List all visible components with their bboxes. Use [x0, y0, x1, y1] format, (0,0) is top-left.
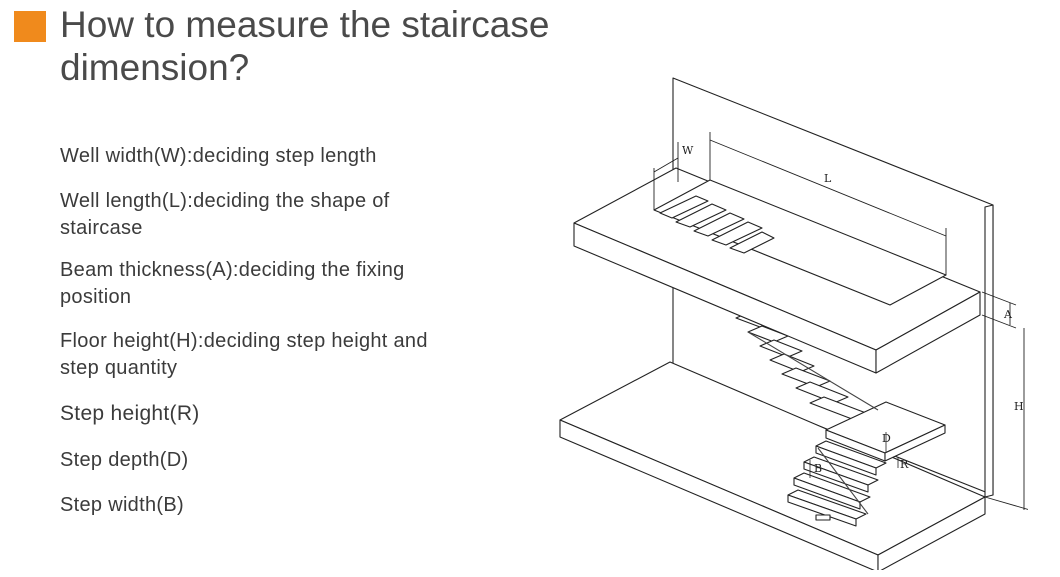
stair-stringer	[747, 331, 879, 411]
ground-slab-front	[559, 419, 879, 570]
label-l: L	[824, 172, 832, 185]
item-floor-height: Floor height(H):deciding step height and…	[60, 330, 428, 379]
upper-slab-side	[875, 291, 981, 374]
item-well-width: Well width(W):deciding step length	[60, 145, 377, 167]
page-title: How to measure the staircase dimension?	[60, 4, 550, 88]
lower-flight-steps	[787, 440, 887, 527]
dimension-a-h	[981, 291, 1028, 510]
ground-slab-side	[877, 496, 986, 570]
item-beam-thickness: Beam thickness(A):deciding the fixing po…	[60, 259, 405, 308]
staircase-diagram: W L A H D R B	[559, 77, 1028, 570]
dimension-w	[653, 142, 679, 210]
upper-flight-steps	[735, 311, 867, 420]
title-marker	[14, 11, 46, 42]
dimension-d-r-b	[809, 432, 899, 478]
label-w: W	[682, 144, 694, 157]
label-a: A	[1003, 308, 1013, 321]
label-d: D	[882, 432, 891, 445]
wall-edge	[984, 204, 994, 498]
label-h: H	[1014, 400, 1024, 413]
item-step-width: Step width(B)	[60, 494, 184, 516]
item-step-height: Step height(R)	[60, 402, 200, 425]
label-b: B	[814, 462, 822, 475]
landing-side	[884, 424, 946, 462]
dimension-l	[709, 132, 947, 275]
item-well-length: Well length(L):deciding the shape of sta…	[60, 190, 390, 239]
item-step-depth: Step depth(D)	[60, 449, 189, 471]
label-r: R	[900, 458, 909, 471]
well-steps	[659, 195, 775, 254]
